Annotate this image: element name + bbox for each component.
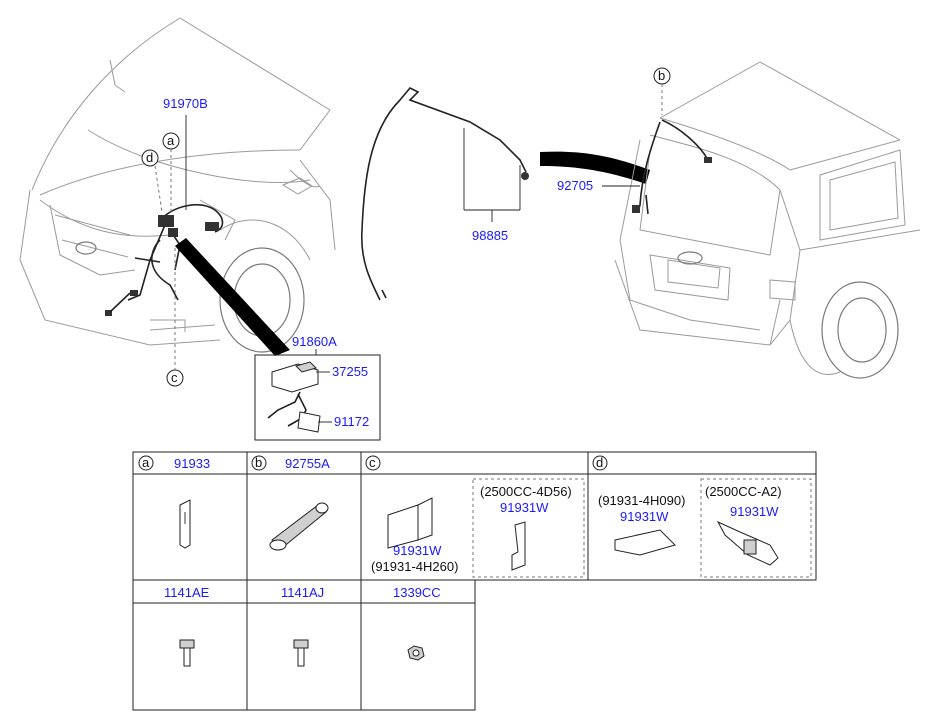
- circle-d-front: d: [141, 149, 163, 213]
- svg-text:91933: 91933: [174, 456, 210, 471]
- bracket-c-left: [387, 504, 419, 549]
- bracket-c-right: [511, 521, 526, 571]
- cell-a: a 91933: [138, 455, 210, 549]
- svg-text:c: c: [369, 455, 376, 470]
- cell-1141AE: 1141AE: [164, 585, 210, 667]
- bolt-1141AJ: [293, 639, 309, 649]
- svg-text:a: a: [142, 455, 150, 470]
- svg-text:d: d: [596, 455, 603, 470]
- svg-text:c: c: [171, 370, 178, 385]
- svg-text:91931W: 91931W: [393, 543, 442, 558]
- svg-text:1141AJ: 1141AJ: [281, 585, 324, 600]
- tailgate-harness-wiring: [632, 119, 712, 215]
- bracket-d-left: [614, 529, 676, 556]
- callout-92705: 92705: [557, 178, 640, 193]
- svg-text:1141AE: 1141AE: [164, 585, 210, 600]
- svg-text:d: d: [146, 150, 153, 165]
- circle-b-rear: b: [653, 67, 671, 115]
- cell-1141AJ: 1141AJ: [281, 585, 324, 667]
- cell-c: c 91931W (91931-4H260) (2500CC-4D56) 919…: [365, 455, 585, 578]
- svg-text:91931W: 91931W: [620, 509, 669, 524]
- bolt-1141AE: [179, 639, 195, 649]
- svg-text:(91931-4H260): (91931-4H260): [371, 559, 458, 574]
- callout-91970B: 91970B: [163, 96, 208, 210]
- cell-b: b 92755A: [251, 455, 330, 551]
- svg-text:(91931-4H090): (91931-4H090): [598, 493, 685, 508]
- parts-table: [132, 451, 817, 711]
- svg-text:a: a: [167, 133, 175, 148]
- circle-a-front: a: [162, 132, 180, 215]
- cell-1339CC: 1339CC: [393, 585, 441, 661]
- svg-text:92755A: 92755A: [285, 456, 330, 471]
- svg-text:b: b: [255, 455, 262, 470]
- washer-hose-drawing: 98885: [360, 87, 529, 301]
- svg-text:(2500CC-A2): (2500CC-A2): [705, 484, 782, 499]
- svg-text:91172: 91172: [334, 414, 369, 429]
- circle-c-front: c: [166, 248, 184, 387]
- svg-text:92705: 92705: [557, 178, 593, 193]
- svg-text:(2500CC-4D56): (2500CC-4D56): [480, 484, 572, 499]
- pointer-arrow-rear: [540, 151, 650, 184]
- svg-text:98885: 98885: [472, 228, 508, 243]
- svg-text:91970B: 91970B: [163, 96, 208, 111]
- svg-text:37255: 37255: [332, 364, 368, 379]
- svg-text:91860A: 91860A: [292, 334, 337, 349]
- cell-d: d (91931-4H090) 91931W (2500CC-A2) 91931…: [592, 455, 812, 578]
- svg-text:91931W: 91931W: [500, 500, 549, 515]
- battery-module-box: 91860A 37255 91172: [254, 334, 381, 441]
- front-harness-wiring: [105, 204, 224, 316]
- svg-text:91931W: 91931W: [730, 504, 779, 519]
- front-vehicle-drawing: [19, 17, 336, 353]
- svg-text:1339CC: 1339CC: [393, 585, 441, 600]
- pointer-arrow-front: [175, 238, 290, 356]
- svg-text:b: b: [658, 68, 665, 83]
- rear-vehicle-drawing: [614, 61, 921, 379]
